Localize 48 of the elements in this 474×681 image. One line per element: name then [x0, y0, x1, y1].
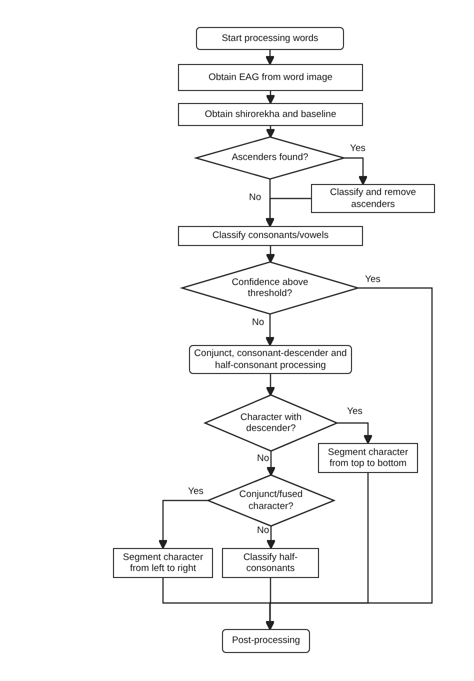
- arrow: [266, 246, 276, 264]
- arrow: [265, 578, 275, 630]
- decision-diamond: [208, 475, 334, 526]
- process-box: [318, 443, 418, 473]
- arrow: [337, 422, 373, 444]
- terminal-box: [196, 27, 344, 50]
- arrow: [158, 500, 208, 550]
- step-text: Post-processing: [230, 635, 302, 647]
- process-box: [113, 548, 213, 578]
- step-text: Segment character from left to right: [122, 552, 204, 574]
- process-box: [222, 548, 319, 578]
- arrow: [265, 179, 275, 228]
- arrow: [266, 451, 276, 476]
- arrow: [266, 126, 276, 138]
- arrow: [266, 374, 276, 396]
- decision-diamond: [182, 262, 358, 314]
- arrow: [265, 50, 275, 66]
- edge-label: Yes: [349, 144, 366, 154]
- edge-label: No: [256, 454, 270, 464]
- edge-label: Yes: [364, 275, 382, 286]
- step-text: Ascenders found?: [230, 152, 310, 164]
- terminal-box: [189, 345, 352, 374]
- edge-label: No: [251, 318, 266, 328]
- edge-label: No: [256, 526, 270, 536]
- terminal-box: [222, 629, 310, 653]
- process-box: [178, 64, 363, 91]
- arrow: [265, 314, 275, 346]
- edge-label: Yes: [187, 487, 204, 498]
- decision-diamond: [196, 137, 344, 179]
- step-text: Conjunct/fused character?: [238, 489, 304, 512]
- step-text: Conjunct, consonant-descender and half-consonant processing: [193, 348, 348, 371]
- step-text: Classify consonants/vowels: [211, 230, 330, 242]
- process-box: [311, 184, 435, 213]
- process-box: [178, 226, 363, 246]
- step-text: Obtain EAG from word image: [207, 72, 334, 84]
- arrow: [266, 526, 276, 550]
- step-text: Classify and remove ascenders: [328, 187, 418, 210]
- step-text: Segment character from top to bottom: [326, 446, 410, 470]
- step-text: Start processing words: [220, 32, 320, 44]
- step-text: Obtain shirorekha and baseline: [204, 108, 338, 120]
- edge-label: Yes: [346, 407, 364, 418]
- arrow: [344, 157, 368, 186]
- edge-label: No: [248, 193, 262, 204]
- process-box: [178, 103, 363, 126]
- arrow: [266, 91, 276, 104]
- step-text: Character with descender?: [239, 412, 303, 434]
- step-text: Confidence above threshold?: [230, 276, 310, 300]
- step-text: Classify half-consonants: [242, 552, 299, 574]
